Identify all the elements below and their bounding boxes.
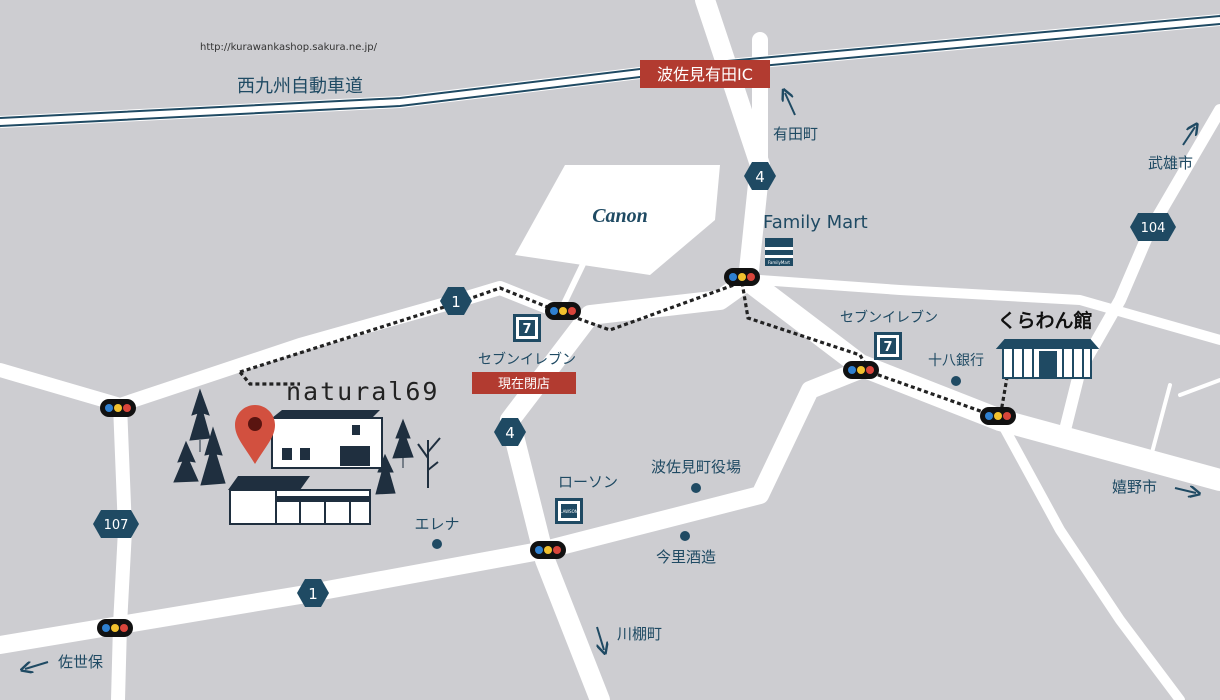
direction-sasebo: 佐世保	[25, 653, 103, 671]
road-to-ureshino	[737, 269, 1220, 491]
imari-sake-dot	[680, 531, 690, 541]
svg-text:FamilyMart: FamilyMart	[768, 260, 790, 265]
seven-eleven-icon: 7	[513, 314, 541, 342]
direction-sasebo-label: 佐世保	[58, 653, 103, 671]
svg-text:7: 7	[522, 322, 531, 337]
route-4-road	[500, 0, 770, 700]
direction-takeo-label: 武雄市	[1148, 154, 1193, 172]
lawson-icon: LAWSON	[555, 498, 583, 524]
direction-kawatana: 川棚町	[596, 625, 662, 650]
interchange-badge: 波佐見有田IC	[640, 60, 770, 88]
kurawankan-building-icon	[995, 339, 1100, 379]
elena-poi[interactable]: エレナ	[414, 515, 460, 549]
route-104-road	[1059, 104, 1220, 436]
seven-eleven-2-label: セブンイレブン	[840, 309, 938, 326]
lawson-poi[interactable]: ローソン LAWSON	[555, 473, 618, 524]
traffic-light-icon	[545, 302, 581, 320]
direction-takeo: 武雄市	[1148, 127, 1195, 172]
elena-label: エレナ	[414, 515, 459, 533]
townhall-label: 波佐見町役場	[651, 458, 741, 476]
route-107-shield: 107	[93, 510, 139, 538]
access-route-dotted	[238, 279, 1012, 421]
svg-text:4: 4	[755, 168, 765, 186]
route-1-north-road	[0, 281, 567, 412]
direction-ureshino: 嬉野市	[1112, 478, 1196, 496]
site-url[interactable]: http://kurawankashop.sakura.ne.jp/	[200, 42, 378, 53]
familymart-poi[interactable]: Family Mart FamilyMart	[763, 212, 868, 266]
natural69-poi[interactable]: natural69	[173, 377, 441, 525]
tree-icon	[392, 418, 414, 468]
townhall-dot	[691, 483, 701, 493]
svg-text:1: 1	[451, 293, 461, 311]
imari-sake-poi[interactable]: 今里酒造	[656, 531, 716, 566]
natural69-label: natural69	[286, 377, 439, 406]
route-107-road	[111, 398, 132, 700]
svg-text:LAWSON: LAWSON	[560, 509, 577, 514]
seven-eleven-1-label: セブンイレブン	[478, 351, 576, 368]
seven-eleven-poi[interactable]: セブンイレブン 7	[840, 309, 938, 360]
seven-eleven-closed-poi[interactable]: 7 セブンイレブン 現在閉店	[472, 314, 576, 394]
interchange-label: 波佐見有田IC	[657, 65, 753, 84]
traffic-light-icon	[100, 399, 136, 417]
route-4-shield-top: 4	[744, 162, 776, 190]
svg-text:7: 7	[883, 340, 892, 355]
traffic-light-icon	[97, 619, 133, 637]
traffic-light-icon	[530, 541, 566, 559]
familymart-icon: FamilyMart	[765, 238, 793, 266]
route-1-shield-bottom: 1	[297, 579, 329, 607]
road-small-1	[1148, 383, 1172, 462]
elena-dot	[432, 539, 442, 549]
expressway	[0, 14, 1220, 128]
kurawankan-label: くらわん館	[997, 309, 1092, 332]
bare-tree-icon	[417, 437, 441, 488]
townhall-poi[interactable]: 波佐見町役場	[651, 458, 741, 493]
road-small-2	[1178, 378, 1220, 397]
location-pin-icon[interactable]	[235, 405, 275, 464]
familymart-label: Family Mart	[763, 212, 868, 233]
svg-text:104: 104	[1141, 221, 1166, 236]
direction-kawatana-label: 川棚町	[617, 625, 662, 643]
svg-text:4: 4	[505, 424, 515, 442]
direction-ureshino-label: 嬉野市	[1112, 478, 1157, 496]
closed-badge-label: 現在閉店	[498, 377, 550, 392]
canon-area	[515, 165, 720, 275]
tree-icon	[189, 388, 211, 452]
canon-label: Canon	[592, 205, 648, 227]
bank-poi[interactable]: 十八銀行	[928, 353, 984, 386]
direction-arita-label: 有田町	[773, 125, 818, 143]
imari-sake-label: 今里酒造	[656, 548, 716, 566]
direction-arita: 有田町	[773, 93, 818, 143]
route-104-shield: 104	[1130, 213, 1176, 241]
tree-icon	[200, 426, 226, 486]
tree-icon	[375, 453, 396, 495]
route-1-shield-top: 1	[440, 287, 472, 315]
road-south-east	[995, 415, 1185, 700]
traffic-light-icon	[980, 407, 1016, 425]
svg-text:107: 107	[104, 518, 129, 533]
route-4-shield-mid: 4	[494, 418, 526, 446]
road-east	[755, 275, 1220, 345]
closed-badge	[472, 372, 576, 394]
traffic-light-icon	[843, 361, 879, 379]
seven-eleven-icon: 7	[874, 332, 902, 360]
traffic-lights	[97, 268, 1016, 637]
bank-dot	[951, 376, 961, 386]
traffic-light-icon	[724, 268, 760, 286]
lawson-label: ローソン	[558, 473, 618, 491]
expressway-label: 西九州自動車道	[237, 76, 363, 97]
bank-label: 十八銀行	[928, 353, 984, 369]
shop-building-icon	[228, 410, 383, 525]
kurawankan-poi[interactable]: くらわん館	[995, 309, 1100, 379]
tree-icon	[173, 440, 199, 483]
svg-text:1: 1	[308, 585, 318, 603]
